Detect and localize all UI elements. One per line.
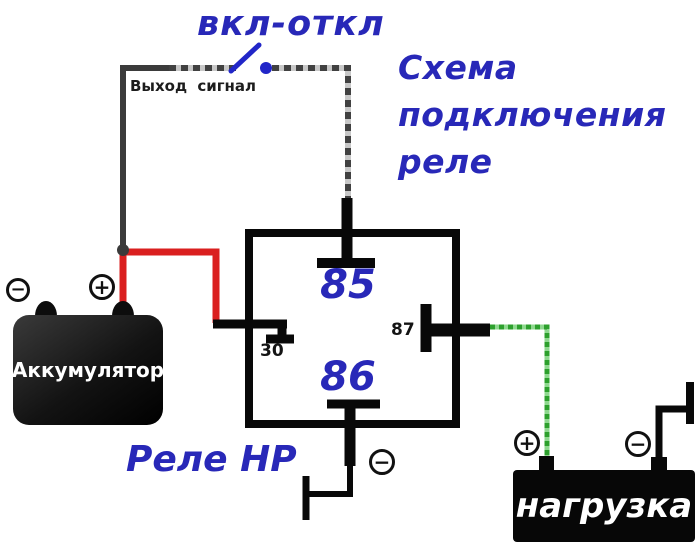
pin-86-label: 86 [320, 354, 376, 400]
load-ground-wire [655, 405, 687, 470]
load-label: нагрузка [515, 486, 693, 526]
battery-minus-icon: − [6, 278, 30, 302]
load-plus-icon: + [514, 430, 540, 456]
relay-name-label: Реле НР [126, 439, 297, 480]
pin-85-label: 85 [320, 262, 376, 308]
switch-lever [228, 42, 262, 74]
relay-ground-minus-icon: − [369, 449, 395, 475]
green-load-wire [490, 324, 550, 460]
load-minus-icon: − [625, 431, 651, 457]
switch-wire-dashed [272, 65, 351, 198]
switch-title: вкл-откл [197, 4, 385, 44]
scheme-title-line-3: реле [398, 142, 493, 181]
battery-label: Аккумулятор [11, 358, 165, 382]
wire-junction-dot [117, 244, 129, 256]
load-terminal-positive [539, 456, 554, 471]
switch-wire-dashed-base [272, 65, 351, 198]
load-terminal-negative [651, 457, 667, 471]
relay-ground-wire [309, 464, 353, 497]
red-power-wire [119, 248, 220, 323]
battery: Аккумулятор [11, 315, 165, 425]
scheme-title-line-2: подключения [398, 95, 667, 134]
signal-output-label: Выход сигнал [130, 77, 257, 95]
switch-contact-dot [260, 62, 272, 74]
signal-wire [120, 65, 169, 250]
battery-plus-icon: + [89, 274, 115, 300]
pin-30-label: 30 [260, 341, 284, 361]
load: нагрузка [513, 470, 695, 542]
pin-87-label: 87 [391, 320, 415, 340]
scheme-title-line-1: Схема [398, 48, 518, 87]
scheme-title: Схема подключения реле [398, 44, 666, 185]
